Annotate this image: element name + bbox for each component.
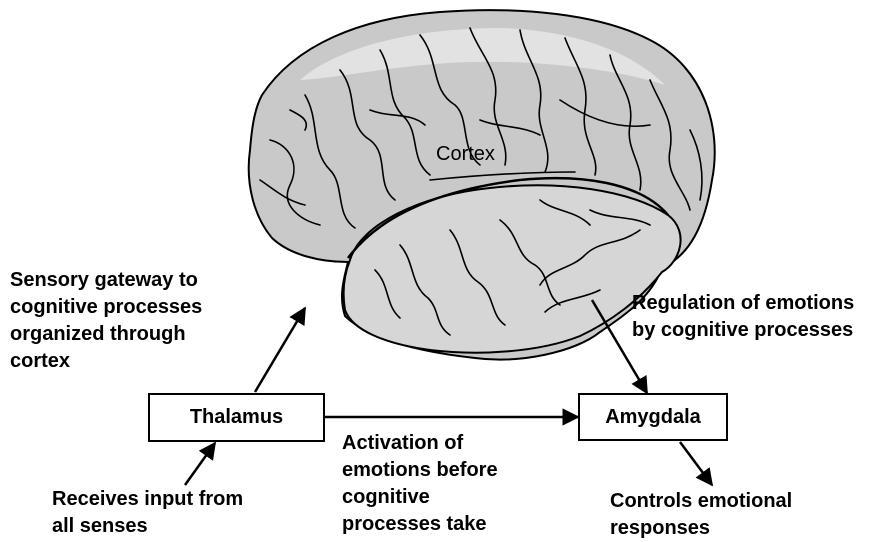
arrow-senses-to-thalamus xyxy=(185,443,215,485)
arrow-amygdala-to-responses xyxy=(680,442,712,485)
arrow-thalamus-to-cortex xyxy=(255,308,305,392)
annotation-sensory-gateway: Sensory gateway to cognitive processes o… xyxy=(10,267,202,375)
annotation-controls: Controls emotional responses xyxy=(610,488,792,542)
annotation-regulation: Regulation of emotions by cognitive proc… xyxy=(632,290,854,344)
cortex-label: Cortex xyxy=(436,143,495,166)
annotation-receives-input: Receives input from all senses xyxy=(52,486,243,540)
amygdala-box: Amygdala xyxy=(578,393,728,441)
thalamus-box: Thalamus xyxy=(148,393,325,442)
annotation-activation: Activation of emotions before cognitive … xyxy=(342,430,498,538)
